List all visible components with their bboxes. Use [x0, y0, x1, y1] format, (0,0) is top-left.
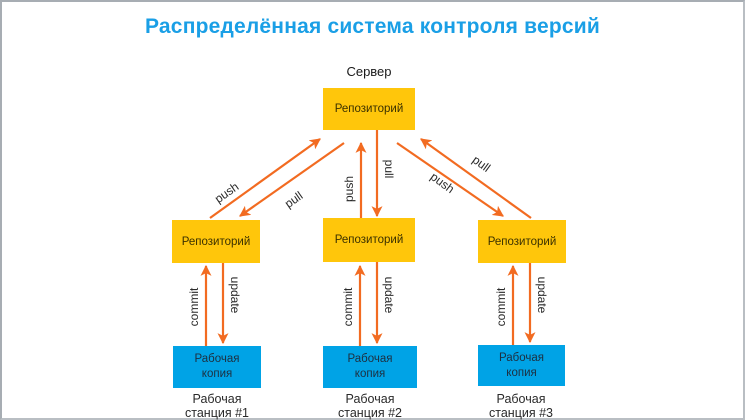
station-2-working-copy-line1: Рабочая [347, 353, 393, 365]
station-3-pull-label: pull [470, 153, 493, 175]
station-3-commit-label: commit [494, 287, 508, 326]
station-3-working-copy-line2: копия [506, 366, 537, 379]
station-1-working-copy-box: Рабочая копия [173, 346, 261, 388]
station-1-repository-box: Репозиторий [172, 220, 260, 263]
station-2-working-copy-line2: копия [354, 368, 386, 380]
station-2-pull-label: pull [382, 160, 396, 179]
station-2-label-line2: станция #2 [338, 406, 402, 420]
station-3-repository-label: Репозиторий [487, 235, 557, 248]
station-1-commit-label: commit [187, 287, 201, 326]
station-3-update-label: update [535, 277, 549, 314]
station-1-push-arrow [209, 138, 321, 219]
station-3-push-label: push [428, 169, 457, 196]
station-3-label: Рабочая станция #3 [466, 392, 576, 420]
station-1-label-line2: станция #1 [185, 406, 249, 420]
station-1-update-label: update [228, 277, 242, 314]
station-2-push-label: push [342, 176, 356, 202]
station-2-update-label: update [382, 277, 396, 314]
station-1-label-line1: Рабочая [192, 392, 242, 406]
station-2-repository-box: Репозиторий [323, 218, 415, 262]
station-1-push-label: push [212, 180, 241, 206]
station-3-pull-arrow [420, 138, 532, 219]
station-1-working-copy-line1: Рабочая [194, 353, 240, 365]
station-3-working-copy-line1: Рабочая [498, 351, 545, 364]
station-2-repository-label: Репозиторий [334, 234, 404, 246]
station-3-push-arrow [396, 142, 504, 217]
station-3-repository-box: Репозиторий [478, 220, 566, 263]
station-2-label-line1: Рабочая [345, 392, 395, 406]
station-1-repository-label: Репозиторий [181, 235, 251, 248]
station-2-commit-label: commit [341, 287, 355, 326]
server-label: Сервер [346, 64, 392, 79]
station-3-label-line1: Рабочая [496, 392, 546, 406]
station-2-working-copy-box: Рабочая копия [323, 346, 417, 388]
station-3-working-copy-box: Рабочая копия [478, 345, 565, 386]
server-repository-label: Репозиторий [334, 103, 404, 115]
diagram-title: Распределённая система контроля версий [145, 15, 600, 38]
station-1-label: Рабочая станция #1 [162, 392, 272, 420]
server-repository-box: Репозиторий [323, 88, 415, 130]
station-1-pull-label: pull [282, 189, 305, 211]
station-3-label-line2: станция #3 [489, 406, 553, 420]
station-1-pull-arrow [239, 142, 345, 217]
station-2-label: Рабочая станция #2 [315, 392, 425, 420]
station-1-working-copy-line2: копия [201, 368, 233, 380]
